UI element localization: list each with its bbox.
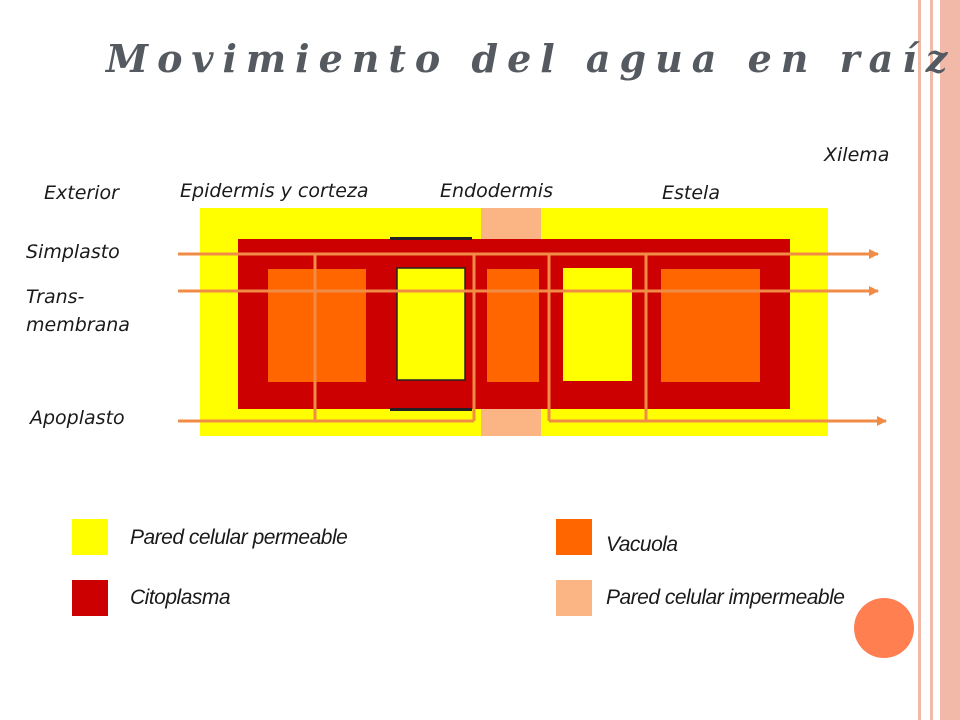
frame-line-left (918, 0, 921, 720)
label-xilema: Xilema (824, 144, 890, 166)
legend-swatch-vacuola (556, 519, 592, 555)
vacuole-epidermis (268, 269, 366, 382)
legend-swatch-citoplasma (72, 580, 108, 616)
pericycle-cell-interior (563, 268, 632, 381)
label-estela: Estela (662, 182, 720, 204)
legend-label-vacuola: Vacuola (606, 533, 678, 556)
legend-swatch-impermeable (556, 580, 592, 616)
casparian-strip-top (481, 208, 541, 240)
cortex-cell-interior (396, 267, 466, 381)
label-epidermis: Epidermis y corteza (180, 180, 369, 202)
legend-label-impermeable: Pared celular impermeable (606, 586, 845, 609)
page-title: Movimiento del agua en raíz (106, 36, 957, 81)
vacuole-endodermis (487, 269, 539, 382)
legend-swatch-permeable (72, 519, 108, 555)
label-transmembrana-2: membrana (26, 314, 130, 336)
casparian-strip-bottom (481, 405, 541, 436)
label-endodermis: Endodermis (440, 180, 553, 202)
label-transmembrana-1: Trans- (26, 286, 85, 308)
label-apoplasto: Apoplasto (30, 407, 125, 429)
label-simplasto: Simplasto (26, 241, 120, 263)
vacuole-stele (661, 269, 760, 382)
legend-label-permeable: Pared celular permeable (130, 526, 348, 549)
cytoplasm-cell-edge-bottom (390, 408, 472, 411)
legend-label-citoplasma: Citoplasma (130, 586, 231, 609)
frame-bar-right (940, 0, 960, 720)
decorative-circle (854, 598, 914, 658)
cytoplasm-cell-edge-top (390, 237, 472, 240)
frame-line-middle (930, 0, 933, 720)
label-exterior: Exterior (44, 182, 119, 204)
